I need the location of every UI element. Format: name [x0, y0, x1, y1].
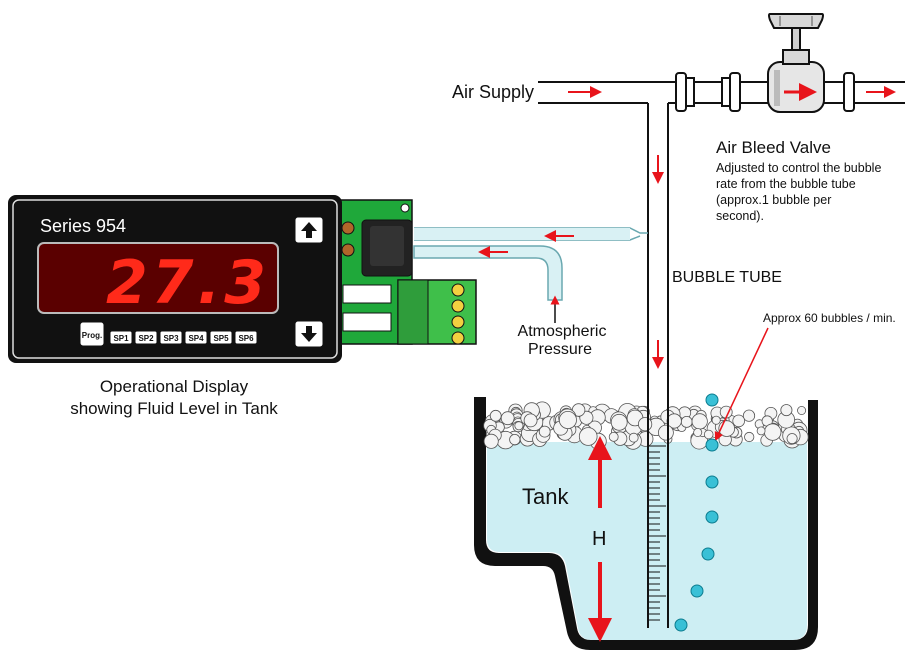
setpoint-label: SP6	[238, 334, 254, 343]
valve-title: Air Bleed Valve	[716, 138, 831, 157]
bubble	[705, 510, 719, 524]
valve-handwheel	[768, 13, 824, 29]
setpoint-label: SP5	[213, 334, 229, 343]
down-button[interactable]	[294, 320, 324, 348]
setpoint-buttons: SP1 SP2 SP3 SP4 SP5 SP6	[109, 330, 258, 345]
setpoint-button-sp3[interactable]: SP3	[159, 330, 183, 345]
meter-circuit-board	[329, 199, 477, 345]
air-supply-pipe	[538, 72, 905, 112]
valve-note-line: second).	[716, 209, 764, 223]
setpoint-button-sp5[interactable]: SP5	[209, 330, 233, 345]
meter-model: Series 954	[40, 216, 126, 236]
setpoint-button-sp6[interactable]: SP6	[234, 330, 258, 345]
up-button[interactable]	[294, 216, 324, 244]
bubble-rate-label: Approx 60 bubbles / min.	[763, 311, 896, 325]
setpoint-button-sp2[interactable]: SP2	[134, 330, 158, 345]
setpoint-label: SP4	[188, 334, 204, 343]
bubble	[705, 393, 719, 407]
atmospheric-label: Pressure	[528, 341, 592, 358]
bubble	[705, 475, 719, 489]
arrow-up-icon	[301, 222, 317, 238]
svg-text:Prog.: Prog.	[82, 331, 102, 340]
foam-layer	[483, 401, 809, 450]
valve-note-line: rate from the bubble tube	[716, 177, 856, 191]
pcb-component	[341, 221, 355, 235]
height-label: H	[592, 528, 606, 550]
bubble-tube-label: BUBBLE TUBE	[672, 269, 782, 286]
valve-note-line: Adjusted to control the bubble	[716, 161, 881, 175]
bubble	[674, 618, 688, 632]
setpoint-label: SP3	[163, 334, 179, 343]
valve-note-line: (approx.1 bubble per	[716, 193, 831, 207]
bubble	[690, 584, 704, 598]
display-caption: Operational Display	[100, 377, 249, 396]
display-reading: 27.3	[106, 248, 270, 318]
jumper-block	[342, 312, 392, 332]
bubble	[701, 547, 715, 561]
rising-bubbles	[674, 393, 719, 632]
panel-meter: Series 954 27.3 Prog. SP1 SP2 SP3 SP4 SP5 SP6	[8, 195, 342, 363]
tank-label: Tank	[522, 484, 569, 509]
setpoint-label: SP2	[138, 334, 154, 343]
bubble-rate-pointer	[714, 327, 769, 442]
jumper-block	[342, 284, 392, 304]
setpoint-label: SP1	[113, 334, 129, 343]
atmospheric-label: Atmospheric	[518, 323, 607, 340]
display-caption: showing Fluid Level in Tank	[70, 399, 278, 418]
tank	[474, 397, 818, 650]
pcb-component	[341, 243, 355, 257]
display-window	[37, 242, 279, 314]
setpoint-button-sp4[interactable]: SP4	[184, 330, 208, 345]
tube-scale	[648, 445, 666, 621]
flow-arrows	[478, 83, 896, 642]
air-bleed-valve	[767, 13, 825, 113]
air-supply-label: Air Supply	[452, 82, 534, 102]
tank-wall	[474, 397, 818, 650]
prog-button[interactable]: Prog.	[79, 321, 105, 347]
bubble	[705, 438, 719, 452]
arrow-down-icon	[301, 326, 317, 342]
setpoint-button-sp1[interactable]: SP1	[109, 330, 133, 345]
bubble-tube	[647, 103, 669, 628]
